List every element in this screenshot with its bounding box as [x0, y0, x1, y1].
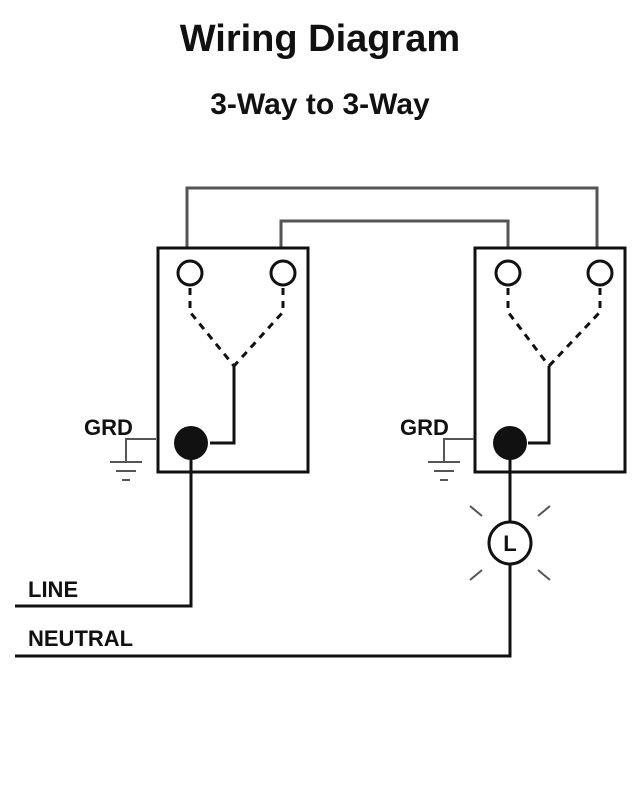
right-traveler-terminal-1	[494, 259, 522, 287]
lamp-label: L	[503, 531, 516, 556]
left-switch	[156, 246, 310, 474]
line-label: LINE	[28, 577, 78, 602]
left-switch-contacts	[188, 288, 285, 368]
line-wire	[15, 458, 193, 608]
right-switch-contacts	[506, 288, 602, 368]
right-switch	[473, 246, 627, 474]
left-switch-common-lead	[210, 366, 236, 445]
neutral-label: NEUTRAL	[28, 626, 133, 651]
right-ground-symbol	[428, 438, 474, 481]
diagram-title: Wiring Diagram	[179, 18, 461, 60]
left-common-terminal	[174, 426, 208, 460]
right-common-terminal	[493, 426, 527, 460]
neutral-wire	[15, 564, 512, 658]
lamp-rays	[469, 505, 551, 581]
right-traveler-terminal-2	[586, 259, 614, 287]
left-traveler-terminal-2	[269, 259, 297, 287]
right-ground-label: GRD	[400, 415, 449, 440]
left-ground-label: GRD	[84, 415, 133, 440]
diagram-subtitle: 3-Way to 3-Way	[210, 88, 430, 121]
left-ground-symbol	[110, 438, 156, 481]
traveler-wire-outer	[185, 186, 599, 265]
left-traveler-terminal-1	[176, 259, 204, 287]
traveler-wire-inner	[279, 219, 510, 265]
right-switch-common-lead	[528, 366, 551, 445]
